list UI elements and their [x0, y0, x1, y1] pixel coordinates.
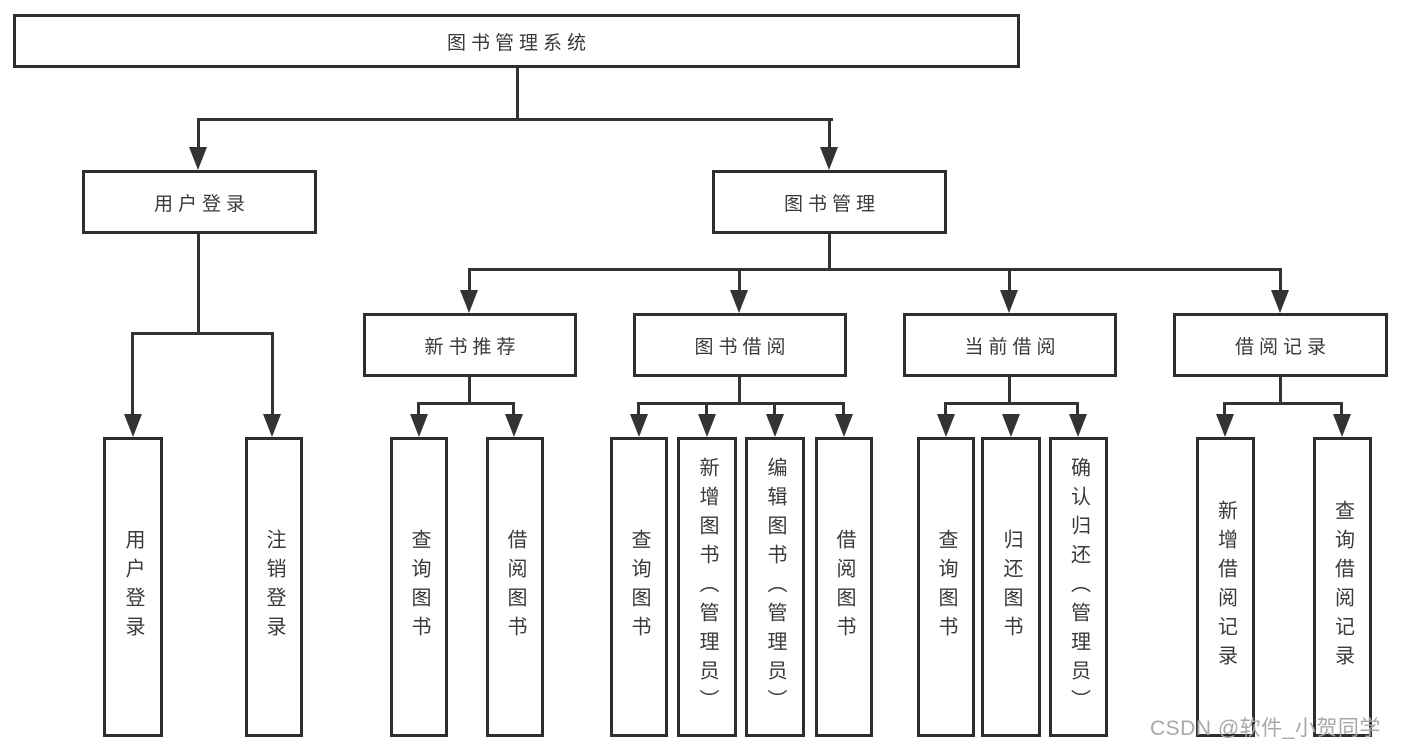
node-label: 查询借阅记录 [1331, 500, 1354, 674]
connector-line [512, 402, 515, 416]
node-label: 注销登录 [263, 529, 285, 645]
connector-line [944, 402, 1079, 405]
connector-line [131, 332, 134, 416]
node-label: 当前借阅 [964, 336, 1061, 358]
connector-line [828, 118, 831, 150]
connector-line [1223, 402, 1226, 416]
node-new-book-recommendation: 新书推荐 [363, 313, 577, 377]
node-label: 查询图书 [935, 529, 957, 645]
node-label: 借阅记录 [1234, 336, 1331, 358]
connector-line [944, 402, 947, 416]
connector-line [738, 268, 741, 292]
arrow-down-icon [1069, 414, 1087, 437]
arrow-down-icon [263, 414, 281, 437]
node-label: 借阅图书 [833, 529, 855, 645]
arrow-down-icon [630, 414, 648, 437]
connector-line [468, 268, 471, 292]
arrow-down-icon [189, 147, 207, 170]
node-label: 图书管理系统 [446, 32, 591, 54]
connector-line [1076, 402, 1079, 416]
connector-line [131, 332, 274, 335]
arrow-down-icon [820, 147, 838, 170]
csdn-watermark: CSDN @软件_小贺同学 [1150, 717, 1381, 740]
node-book-borrowing: 图书借阅 [633, 313, 847, 377]
connector-line [828, 234, 831, 271]
node-label: 归还图书 [1000, 529, 1022, 645]
connector-line [417, 402, 515, 405]
arrow-down-icon [1000, 290, 1018, 313]
arrow-down-icon [937, 414, 955, 437]
arrow-down-icon [1271, 290, 1289, 313]
connector-line [197, 234, 200, 335]
node-leaf-borrow-books: 借阅图书 [815, 437, 873, 737]
connector-line [1008, 268, 1011, 292]
node-leaf-query-borrow-record: 查询借阅记录 [1313, 437, 1372, 737]
connector-line [738, 377, 741, 405]
node-leaf-borrow-books-recommend: 借阅图书 [486, 437, 544, 737]
arrow-down-icon [124, 414, 142, 437]
node-leaf-query-books-recommend: 查询图书 [390, 437, 448, 737]
connector-line [842, 402, 845, 416]
node-leaf-query-books-current: 查询图书 [917, 437, 975, 737]
node-label: 确认归还（管理员） [1067, 456, 1090, 718]
node-label: 编辑图书（管理员） [764, 456, 786, 718]
node-leaf-edit-books-admin: 编辑图书（管理员） [745, 437, 805, 737]
node-leaf-return-books: 归还图书 [981, 437, 1041, 737]
node-leaf-add-borrow-record: 新增借阅记录 [1196, 437, 1255, 737]
node-label: 用户登录 [153, 193, 250, 215]
arrow-down-icon [410, 414, 428, 437]
arrow-down-icon [766, 414, 784, 437]
node-label: 借阅图书 [504, 529, 526, 645]
node-label: 查询图书 [408, 529, 430, 645]
arrow-down-icon [730, 290, 748, 313]
arrow-down-icon [835, 414, 853, 437]
connector-line [773, 402, 776, 416]
node-label: 新书推荐 [424, 336, 521, 358]
node-label: 新增借阅记录 [1214, 500, 1237, 674]
connector-line [637, 402, 845, 405]
node-label: 图书借阅 [694, 336, 791, 358]
node-leaf-user-login: 用户登录 [103, 437, 163, 737]
node-user-login: 用户登录 [82, 170, 317, 234]
node-book-management: 图书管理 [712, 170, 947, 234]
connector-line [468, 377, 471, 405]
connector-line [417, 402, 420, 416]
connector-line [1279, 268, 1282, 292]
node-current-borrowing: 当前借阅 [903, 313, 1117, 377]
connector-line [1340, 402, 1343, 416]
connector-line [516, 68, 519, 118]
arrow-down-icon [1002, 414, 1020, 437]
arrow-down-icon [460, 290, 478, 313]
connector-line [1008, 377, 1011, 405]
connector-line [197, 118, 200, 150]
arrow-down-icon [1333, 414, 1351, 437]
node-leaf-add-books-admin: 新增图书（管理员） [677, 437, 737, 737]
node-leaf-logout: 注销登录 [245, 437, 303, 737]
connector-line [1223, 402, 1343, 405]
arrow-down-icon [698, 414, 716, 437]
connector-line [271, 332, 274, 416]
connector-line [637, 402, 640, 416]
node-borrowing-records: 借阅记录 [1173, 313, 1388, 377]
connector-line [1279, 377, 1282, 405]
node-leaf-confirm-return-admin: 确认归还（管理员） [1049, 437, 1108, 737]
node-library-management-system: 图书管理系统 [13, 14, 1020, 68]
node-label: 新增图书（管理员） [696, 456, 718, 718]
node-label: 图书管理 [783, 193, 880, 215]
node-label: 用户登录 [122, 529, 144, 645]
node-leaf-query-books-borrowing: 查询图书 [610, 437, 668, 737]
connector-line [705, 402, 708, 416]
arrow-down-icon [505, 414, 523, 437]
node-label: 查询图书 [628, 529, 650, 645]
connector-line [468, 268, 1282, 271]
arrow-down-icon [1216, 414, 1234, 437]
connector-line [197, 118, 833, 121]
